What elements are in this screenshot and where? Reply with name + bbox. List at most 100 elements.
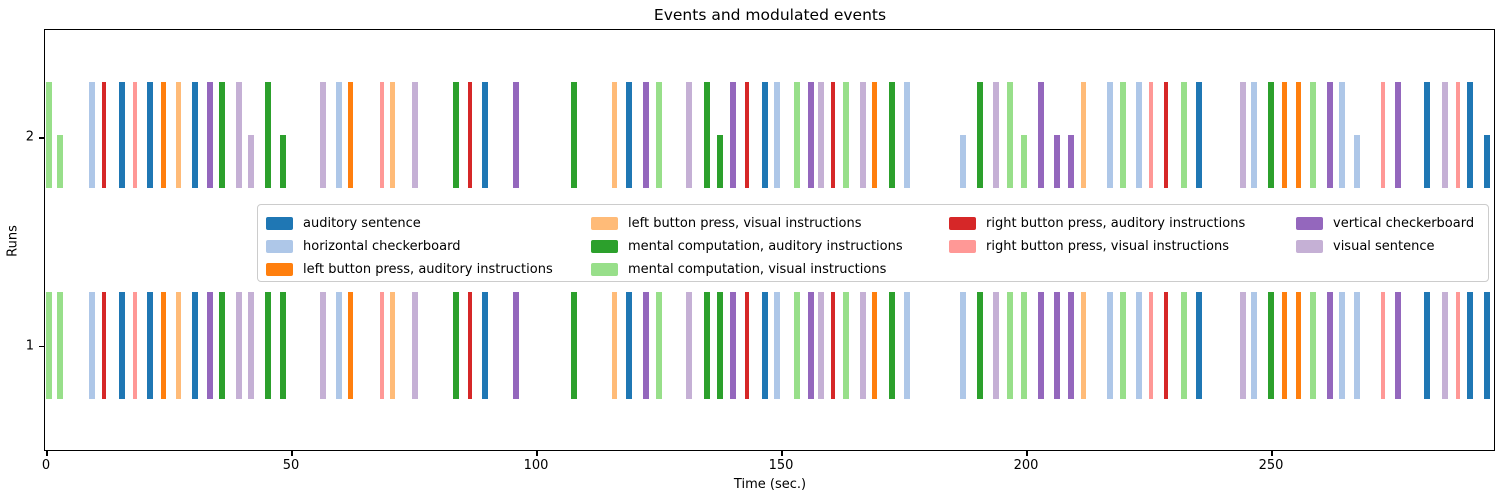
event-marker <box>1455 292 1460 399</box>
event-marker <box>1424 292 1431 399</box>
x-axis-label: Time (sec.) <box>733 477 807 492</box>
event-marker <box>1353 292 1360 399</box>
event-marker <box>320 292 327 399</box>
event-marker <box>1106 82 1113 188</box>
event-marker <box>872 82 878 188</box>
legend-swatch <box>266 240 293 253</box>
event-marker <box>236 82 243 188</box>
event-marker <box>1053 292 1060 399</box>
event-marker <box>1353 135 1360 188</box>
event-marker <box>830 292 835 399</box>
event-marker <box>830 82 835 188</box>
event-marker <box>56 135 63 188</box>
legend-label: horizontal checkerboard <box>303 239 461 254</box>
event-marker <box>642 82 649 188</box>
event-marker <box>89 82 96 188</box>
legend-swatch <box>591 217 618 230</box>
event-marker <box>1338 292 1345 399</box>
event-marker <box>207 292 214 399</box>
event-marker <box>888 82 895 188</box>
legend-swatch <box>591 263 618 276</box>
event-marker <box>453 82 460 188</box>
x-tick-mark <box>1271 451 1273 456</box>
event-marker <box>888 292 895 399</box>
event-marker <box>1195 82 1202 188</box>
event-marker <box>1021 135 1027 188</box>
event-marker <box>793 82 800 188</box>
event-marker <box>976 292 983 399</box>
legend-label: visual sentence <box>1333 239 1435 254</box>
event-marker <box>176 82 182 188</box>
event-marker <box>817 82 824 188</box>
x-tick-mark <box>781 451 783 456</box>
event-marker <box>774 82 781 188</box>
event-marker <box>1467 82 1474 188</box>
y-tick-label: 2 <box>25 129 34 145</box>
y-axis-label: Runs <box>5 225 21 257</box>
event-marker <box>468 292 473 399</box>
event-marker <box>1338 82 1345 188</box>
y-tick-mark <box>39 137 44 139</box>
event-marker <box>191 292 198 399</box>
event-marker <box>716 292 723 399</box>
event-marker <box>380 292 385 399</box>
event-marker <box>807 292 814 399</box>
event-marker <box>119 82 125 188</box>
event-marker <box>1068 135 1075 188</box>
event-marker <box>247 135 254 188</box>
event-marker <box>161 82 167 188</box>
event-marker <box>280 292 287 399</box>
event-marker <box>959 135 966 188</box>
event-marker <box>1295 82 1301 188</box>
event-marker <box>133 292 138 399</box>
event-marker <box>147 82 154 188</box>
legend-swatch <box>266 263 293 276</box>
event-marker <box>704 82 710 188</box>
event-marker <box>685 82 692 188</box>
event-marker <box>264 292 271 399</box>
y-tick-mark <box>39 345 44 347</box>
event-marker <box>119 292 125 399</box>
event-marker <box>335 82 342 188</box>
legend-swatch <box>949 240 976 253</box>
event-marker <box>817 292 824 399</box>
legend-item: left button press, visual instructions <box>591 212 903 235</box>
event-marker <box>1149 292 1154 399</box>
legend-label: mental computation, visual instructions <box>628 262 887 277</box>
event-marker <box>762 82 769 188</box>
event-marker <box>1395 82 1402 188</box>
x-tick-label: 50 <box>282 458 300 473</box>
event-marker <box>745 82 750 188</box>
event-marker <box>453 292 460 399</box>
event-marker <box>56 292 63 399</box>
event-marker <box>280 135 287 188</box>
event-marker <box>218 82 225 188</box>
event-marker <box>1239 292 1246 399</box>
event-marker <box>1180 82 1187 188</box>
legend-swatch <box>1296 217 1323 230</box>
event-marker <box>1163 82 1168 188</box>
event-marker <box>1038 292 1045 399</box>
event-marker <box>1424 82 1431 188</box>
event-marker <box>247 292 254 399</box>
legend-swatch <box>1296 240 1323 253</box>
event-marker <box>512 292 519 399</box>
event-marker <box>992 82 999 188</box>
x-tick-label: 150 <box>768 458 794 473</box>
event-marker <box>348 292 354 399</box>
legend-item: left button press, auditory instructions <box>266 258 553 281</box>
event-marker <box>1038 82 1045 188</box>
event-marker <box>903 292 910 399</box>
event-marker <box>45 82 52 188</box>
event-marker <box>704 292 710 399</box>
event-marker <box>411 292 418 399</box>
event-marker <box>1135 292 1142 399</box>
event-marker <box>1180 292 1187 399</box>
event-marker <box>1120 82 1126 188</box>
event-marker <box>1268 82 1274 188</box>
event-marker <box>101 82 106 188</box>
event-marker <box>1484 135 1491 188</box>
